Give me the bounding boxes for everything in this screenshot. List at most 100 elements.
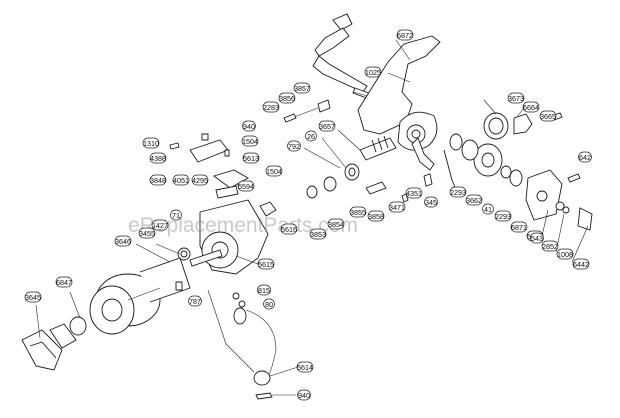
callout-label: 6871 [511, 223, 527, 232]
callout-3645: 3645 [24, 291, 42, 303]
callout-6872: 6872 [396, 29, 414, 41]
callout-1008: 1008 [556, 248, 574, 260]
callout-bubble [278, 92, 296, 104]
callout-label: 543 [531, 234, 543, 243]
callout-bubble [449, 186, 467, 198]
callout-71: 71 [170, 209, 182, 221]
callout-3856: 3856 [278, 92, 296, 104]
callout-3855: 3855 [349, 206, 367, 218]
callout-bubble [297, 389, 311, 401]
callout-bubble [287, 140, 301, 152]
callout-label: 2293 [495, 212, 511, 221]
callout-label: 80 [265, 300, 273, 309]
callout-543: 543 [530, 232, 544, 244]
callout-label: 2283 [263, 103, 279, 112]
callout-label: 6442 [573, 260, 589, 269]
callout-bubble [293, 82, 311, 94]
callout-label: 3645 [25, 293, 41, 302]
callout-bubble [424, 196, 438, 208]
callout-5594: 5594 [237, 180, 255, 192]
callout-label: 26 [307, 132, 315, 141]
callout-label: 1427 [152, 221, 168, 230]
callout-bubble [280, 223, 298, 235]
callout-label: 2852 [542, 242, 558, 251]
callout-bubble [149, 152, 167, 164]
callout-1504: 1504 [241, 135, 259, 147]
callout-bubble [578, 151, 592, 163]
callout-label: 815 [258, 286, 270, 295]
callout-label: 3854 [328, 220, 344, 229]
leader-lines [35, 39, 589, 396]
callout-label: 1025 [365, 68, 381, 77]
callout-3858: 3858 [367, 210, 385, 222]
callout-label: 4051 [173, 176, 189, 185]
callout-bubble [305, 130, 317, 142]
main-housing [177, 139, 277, 275]
callout-label: 3858 [368, 212, 384, 221]
callout-bubble [151, 219, 169, 231]
callout-bubble [494, 210, 512, 222]
callout-label: 940 [298, 391, 310, 400]
callout-bubble [257, 258, 275, 270]
callout-3646: 3646 [114, 235, 132, 247]
callout-bubble [482, 203, 494, 215]
callout-bubble [367, 210, 385, 222]
body-frame [357, 35, 441, 171]
callout-80: 80 [263, 298, 275, 310]
callout-3857: 3857 [293, 82, 311, 94]
callout-3657: 3657 [318, 120, 336, 132]
callout-bubble [142, 137, 160, 149]
callout-label: 3455 [139, 229, 155, 238]
callout-3673: 3673 [507, 92, 525, 104]
callout-label: 71 [172, 211, 180, 220]
callout-label: 3853 [310, 230, 326, 239]
callout-label: 5594 [238, 182, 254, 191]
callout-6442: 6442 [572, 258, 590, 270]
callout-bubble [327, 218, 345, 230]
callout-3854: 3854 [327, 218, 345, 230]
screws [169, 112, 581, 291]
callout-1427: 1427 [151, 219, 169, 231]
callout-label: 2293 [450, 188, 466, 197]
callout-bubble [530, 232, 544, 244]
callout-label: 3857 [294, 84, 310, 93]
callout-bubble [257, 284, 271, 296]
parts-drawing [21, 13, 593, 400]
callout-label: 1008 [557, 250, 573, 259]
callout-bubble [364, 66, 382, 78]
callout-bubble [149, 174, 167, 186]
callout-label: 5613 [243, 154, 259, 163]
callout-bubble [262, 101, 280, 113]
callout-bubble [572, 258, 590, 270]
callout-5616: 5616 [280, 223, 298, 235]
callout-bubble [465, 194, 483, 206]
callout-label: 5615 [258, 260, 274, 269]
callout-26: 26 [305, 130, 317, 142]
callout-bubble [507, 92, 525, 104]
callout-label: 1504 [242, 137, 258, 146]
callout-label: 6847 [56, 278, 72, 287]
callout-2283: 2283 [262, 101, 280, 113]
callout-label: 6872 [397, 31, 413, 40]
callout-345: 345 [424, 196, 438, 208]
callout-6664: 6664 [522, 101, 540, 113]
callout-6847: 6847 [55, 276, 73, 288]
callout-bubble [510, 221, 528, 233]
callout-label: 787 [189, 297, 201, 306]
callout-5613: 5613 [242, 152, 260, 164]
callout-bubble [388, 201, 406, 213]
callout-787: 787 [188, 295, 202, 307]
callout-bubble [24, 291, 42, 303]
callout-label: 3848 [150, 176, 166, 185]
pinion-shaft [285, 99, 397, 199]
callout-940: 940 [297, 389, 311, 401]
callout-41: 41 [482, 203, 494, 215]
callout-label: 3855 [350, 208, 366, 217]
callout-bubble [522, 101, 540, 113]
callout-label: 5614 [297, 363, 313, 372]
callout-bubble [170, 209, 182, 221]
callout-bubble [172, 174, 190, 186]
callout-bubble [318, 120, 336, 132]
side-cover-right [525, 169, 593, 231]
